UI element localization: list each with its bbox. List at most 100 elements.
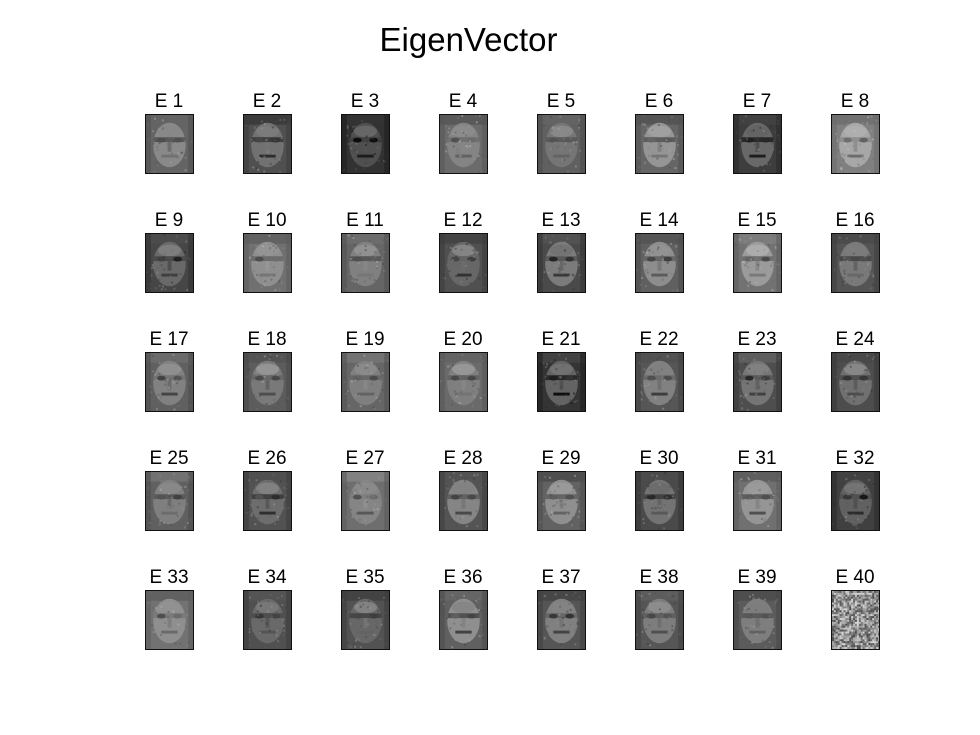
- eigenface-image: [831, 352, 880, 412]
- eigenface-grid: E 1 E 2 E 3 E 4 E 5 E 6 E 7 E 8 E 9 E 10 E 11 E 12 E…: [120, 86, 904, 666]
- eigenface-cell: E 8: [806, 86, 904, 180]
- eigenface-cell: E 6: [610, 86, 708, 180]
- eigenface-image: [537, 590, 586, 650]
- eigenface-image: [537, 114, 586, 174]
- eigenface-image: [243, 233, 292, 293]
- eigenface-cell: E 11: [316, 205, 414, 299]
- eigenface-cell: E 26: [218, 443, 316, 537]
- eigenface-cell: E 18: [218, 324, 316, 418]
- eigenface-label: E 34: [247, 567, 287, 588]
- eigenface-image: [733, 233, 782, 293]
- eigenface-image: [733, 471, 782, 531]
- eigenface-label: E 23: [737, 329, 777, 350]
- eigenface-image: [635, 114, 684, 174]
- eigenface-label: E 3: [350, 91, 380, 112]
- eigenface-image: [341, 352, 390, 412]
- eigenface-image: [635, 471, 684, 531]
- eigenface-label: E 31: [737, 448, 777, 469]
- eigenface-image: [635, 352, 684, 412]
- eigenface-cell: E 14: [610, 205, 708, 299]
- eigenface-image: [439, 233, 488, 293]
- eigenface-cell: E 4: [414, 86, 512, 180]
- eigenface-label: E 24: [835, 329, 875, 350]
- eigenface-image: [341, 114, 390, 174]
- eigenface-image: [341, 590, 390, 650]
- eigenface-cell: E 23: [708, 324, 806, 418]
- eigenface-label: E 30: [639, 448, 679, 469]
- eigenface-label: E 35: [345, 567, 385, 588]
- eigenface-label: E 6: [644, 91, 674, 112]
- eigenface-image: [243, 471, 292, 531]
- eigenface-image: [243, 352, 292, 412]
- eigenface-cell: E 35: [316, 562, 414, 656]
- eigenface-image: [537, 233, 586, 293]
- eigenface-cell: E 2: [218, 86, 316, 180]
- eigenface-label: E 12: [443, 210, 483, 231]
- eigenface-cell: E 22: [610, 324, 708, 418]
- eigenface-label: E 40: [835, 567, 875, 588]
- eigenface-label: E 1: [154, 91, 184, 112]
- eigenface-label: E 26: [247, 448, 287, 469]
- eigenface-label: E 21: [541, 329, 581, 350]
- eigenface-label: E 37: [541, 567, 581, 588]
- eigenface-label: E 19: [345, 329, 385, 350]
- eigenface-image: [439, 471, 488, 531]
- eigenface-cell: E 40: [806, 562, 904, 656]
- eigenface-image: [439, 114, 488, 174]
- eigenface-cell: E 29: [512, 443, 610, 537]
- eigenface-cell: E 34: [218, 562, 316, 656]
- eigenface-label: E 8: [840, 91, 870, 112]
- eigenface-image: [733, 114, 782, 174]
- eigenface-label: E 25: [149, 448, 189, 469]
- eigenface-image: [831, 471, 880, 531]
- eigenface-image: [537, 352, 586, 412]
- eigenface-label: E 2: [252, 91, 282, 112]
- eigenface-image: [831, 114, 880, 174]
- eigenface-cell: E 31: [708, 443, 806, 537]
- eigenface-image: [831, 233, 880, 293]
- eigenface-label: E 32: [835, 448, 875, 469]
- eigenface-image: [145, 352, 194, 412]
- eigenface-label: E 20: [443, 329, 483, 350]
- eigenface-cell: E 36: [414, 562, 512, 656]
- eigenface-cell: E 39: [708, 562, 806, 656]
- eigenface-image: [635, 233, 684, 293]
- eigenface-cell: E 17: [120, 324, 218, 418]
- eigenface-label: E 33: [149, 567, 189, 588]
- eigenface-cell: E 27: [316, 443, 414, 537]
- figure-title: EigenVector: [379, 21, 558, 58]
- eigenface-cell: E 15: [708, 205, 806, 299]
- eigenface-image: [733, 590, 782, 650]
- eigenface-cell: E 28: [414, 443, 512, 537]
- eigenface-image: [537, 471, 586, 531]
- eigenface-cell: E 21: [512, 324, 610, 418]
- eigenface-cell: E 37: [512, 562, 610, 656]
- eigenface-label: E 36: [443, 567, 483, 588]
- eigenface-cell: E 19: [316, 324, 414, 418]
- eigenface-image: [733, 352, 782, 412]
- eigenface-cell: E 10: [218, 205, 316, 299]
- eigenface-image: [635, 590, 684, 650]
- eigenface-label: E 38: [639, 567, 679, 588]
- eigenface-label: E 9: [154, 210, 184, 231]
- eigenface-label: E 7: [742, 91, 772, 112]
- eigenface-image: [341, 471, 390, 531]
- eigenface-image: [439, 590, 488, 650]
- eigenface-cell: E 32: [806, 443, 904, 537]
- eigenface-label: E 5: [546, 91, 576, 112]
- eigenface-image: [145, 471, 194, 531]
- eigenface-image: [243, 590, 292, 650]
- eigenface-label: E 10: [247, 210, 287, 231]
- eigenface-image: [145, 114, 194, 174]
- eigenface-label: E 22: [639, 329, 679, 350]
- eigenface-label: E 27: [345, 448, 385, 469]
- eigenface-label: E 14: [639, 210, 679, 231]
- eigenface-cell: E 16: [806, 205, 904, 299]
- eigenface-label: E 28: [443, 448, 483, 469]
- eigenface-image: [341, 233, 390, 293]
- eigenface-cell: E 3: [316, 86, 414, 180]
- eigenface-label: E 17: [149, 329, 189, 350]
- eigenface-label: E 13: [541, 210, 581, 231]
- eigenface-cell: E 9: [120, 205, 218, 299]
- eigenface-label: E 4: [448, 91, 478, 112]
